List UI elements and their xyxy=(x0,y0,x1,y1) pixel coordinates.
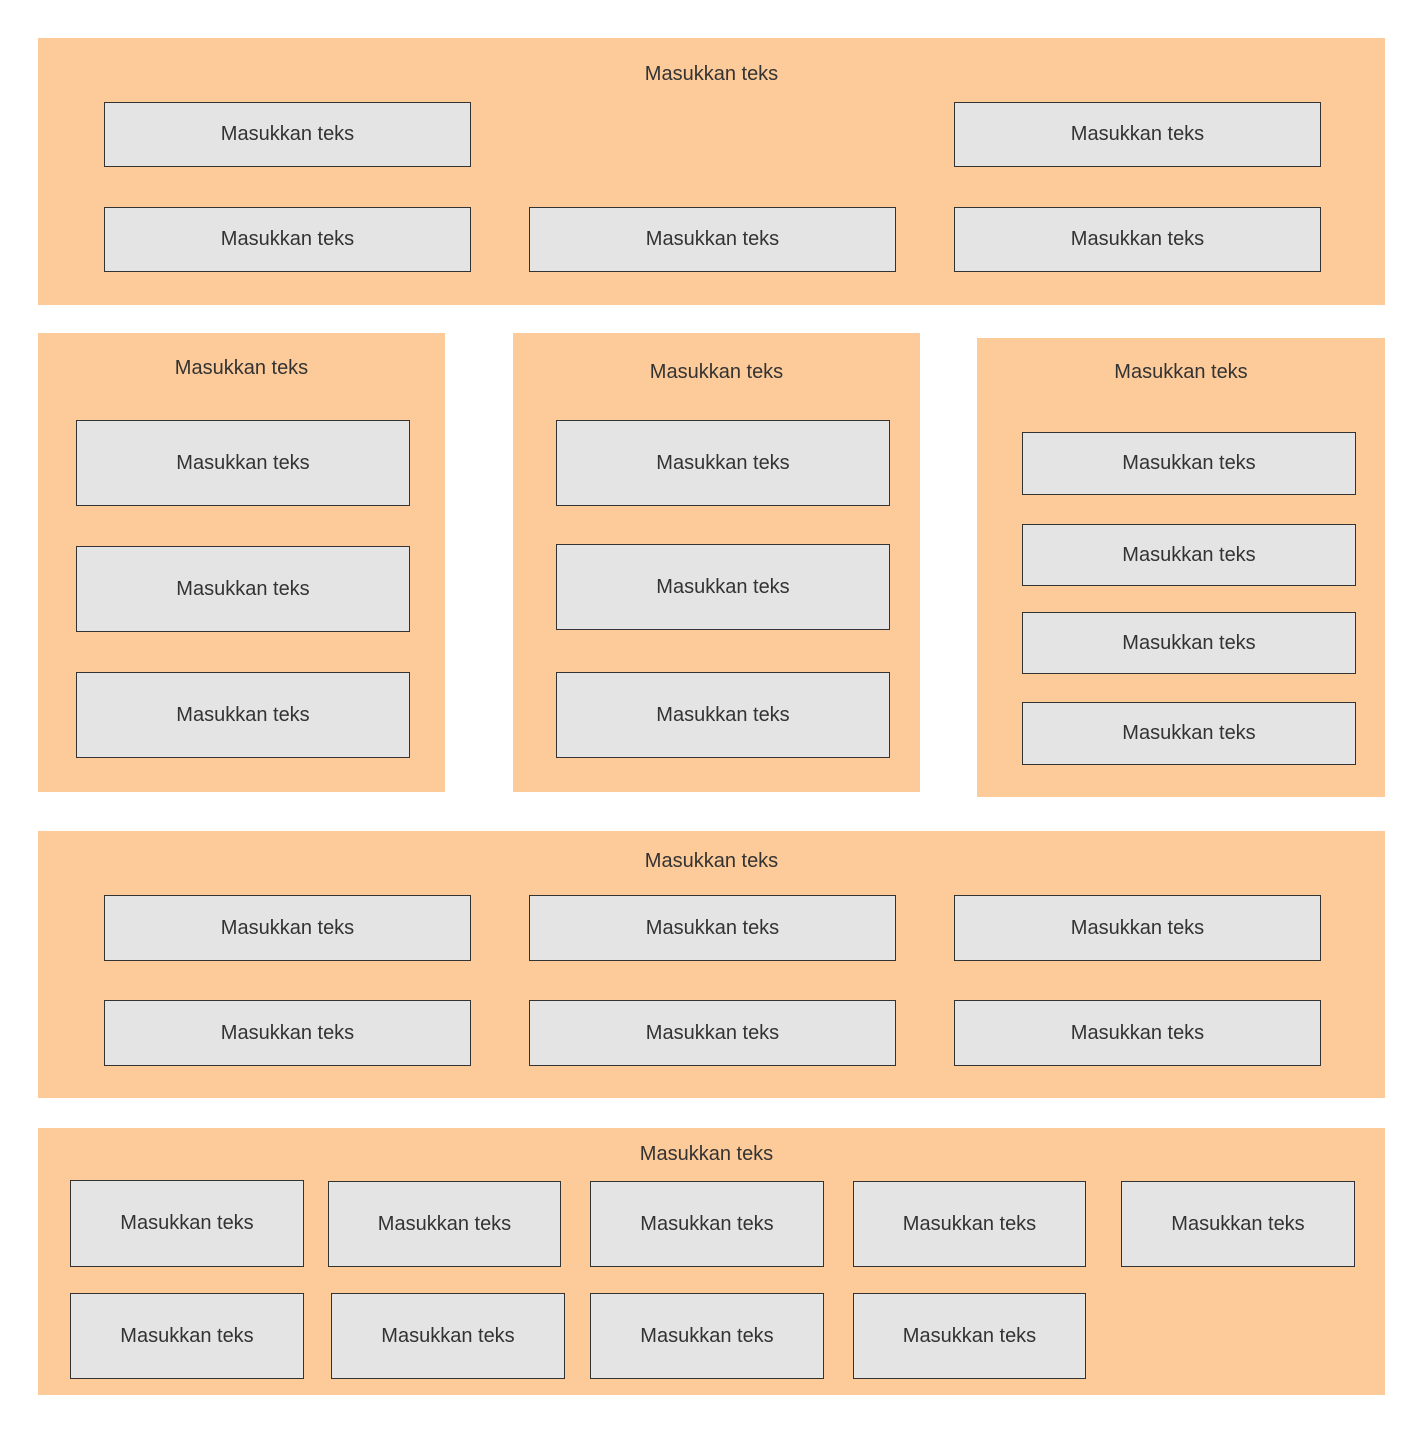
column-2-box-1[interactable]: Masukkan teks xyxy=(556,420,890,506)
top-box-4[interactable]: Masukkan teks xyxy=(529,207,896,272)
bottom-box-2[interactable]: Masukkan teks xyxy=(328,1181,561,1267)
column-1-title[interactable]: Masukkan teks xyxy=(174,357,309,379)
column-2-box-3[interactable]: Masukkan teks xyxy=(556,672,890,758)
top-box-3[interactable]: Masukkan teks xyxy=(104,207,471,272)
bottom-box-6[interactable]: Masukkan teks xyxy=(70,1293,304,1379)
bottom-box-3[interactable]: Masukkan teks xyxy=(590,1181,824,1267)
column-3-box-1[interactable]: Masukkan teks xyxy=(1022,432,1356,495)
column-1-section: Masukkan teks Masukkan teks Masukkan tek… xyxy=(38,333,445,792)
bottom-section-title[interactable]: Masukkan teks xyxy=(639,1143,774,1165)
top-section-title[interactable]: Masukkan teks xyxy=(644,63,779,85)
top-section: Masukkan teks Masukkan teks Masukkan tek… xyxy=(38,38,1385,305)
middle-box-6[interactable]: Masukkan teks xyxy=(954,1000,1321,1066)
bottom-box-1[interactable]: Masukkan teks xyxy=(70,1180,304,1267)
middle-box-3[interactable]: Masukkan teks xyxy=(954,895,1321,961)
middle-section: Masukkan teks Masukkan teks Masukkan tek… xyxy=(38,831,1385,1098)
column-3-section: Masukkan teks Masukkan teks Masukkan tek… xyxy=(977,338,1385,797)
column-2-title[interactable]: Masukkan teks xyxy=(649,361,784,383)
column-3-title[interactable]: Masukkan teks xyxy=(1114,361,1248,383)
bottom-box-8[interactable]: Masukkan teks xyxy=(590,1293,824,1379)
column-1-box-2[interactable]: Masukkan teks xyxy=(76,546,410,632)
column-3-box-3[interactable]: Masukkan teks xyxy=(1022,612,1356,674)
middle-section-title[interactable]: Masukkan teks xyxy=(644,850,779,872)
column-1-box-3[interactable]: Masukkan teks xyxy=(76,672,410,758)
middle-box-1[interactable]: Masukkan teks xyxy=(104,895,471,961)
bottom-box-9[interactable]: Masukkan teks xyxy=(853,1293,1086,1379)
middle-box-2[interactable]: Masukkan teks xyxy=(529,895,896,961)
column-1-box-1[interactable]: Masukkan teks xyxy=(76,420,410,506)
column-2-section: Masukkan teks Masukkan teks Masukkan tek… xyxy=(513,333,920,792)
middle-box-4[interactable]: Masukkan teks xyxy=(104,1000,471,1066)
top-box-2[interactable]: Masukkan teks xyxy=(954,102,1321,167)
middle-box-5[interactable]: Masukkan teks xyxy=(529,1000,896,1066)
bottom-section: Masukkan teks Masukkan teks Masukkan tek… xyxy=(38,1128,1385,1395)
column-3-box-2[interactable]: Masukkan teks xyxy=(1022,524,1356,586)
top-box-5[interactable]: Masukkan teks xyxy=(954,207,1321,272)
bottom-box-5[interactable]: Masukkan teks xyxy=(1121,1181,1355,1267)
column-3-box-4[interactable]: Masukkan teks xyxy=(1022,702,1356,765)
column-2-box-2[interactable]: Masukkan teks xyxy=(556,544,890,630)
bottom-box-7[interactable]: Masukkan teks xyxy=(331,1293,565,1379)
bottom-box-4[interactable]: Masukkan teks xyxy=(853,1181,1086,1267)
top-box-1[interactable]: Masukkan teks xyxy=(104,102,471,167)
